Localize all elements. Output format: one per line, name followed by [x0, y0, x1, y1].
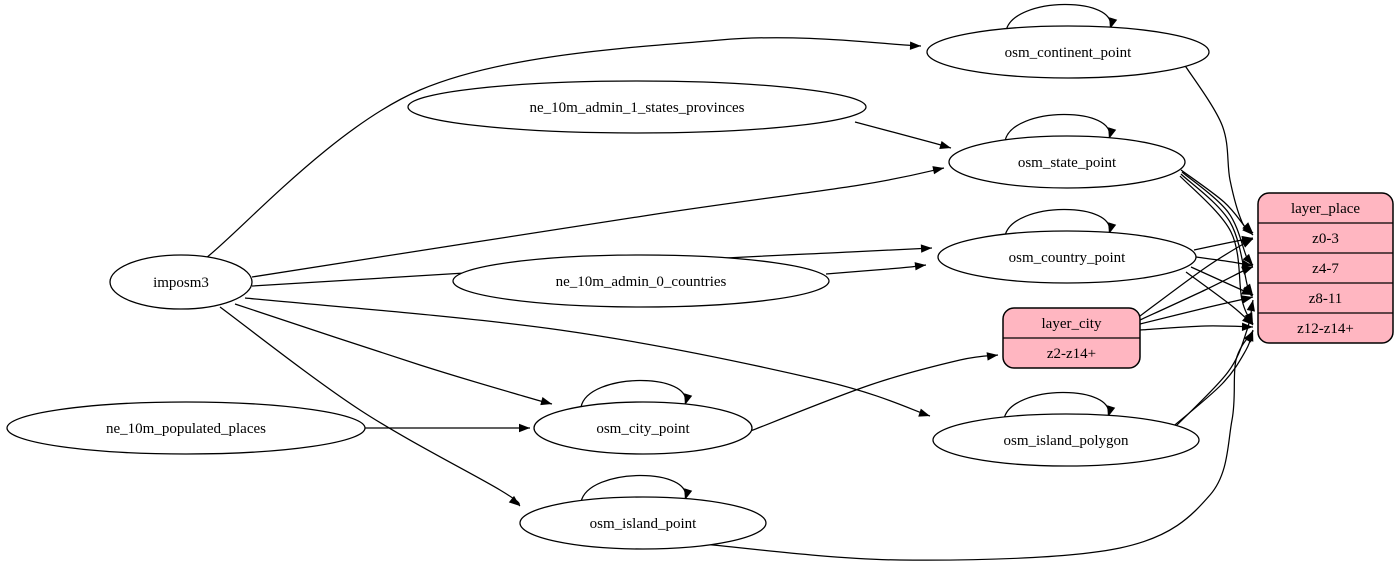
- record-title: layer_place: [1291, 201, 1360, 217]
- node-layer-city: layer_city z2-z14+: [1002, 307, 1141, 369]
- node-label: ne_10m_admin_0_countries: [556, 274, 727, 290]
- arrowhead-icon: [519, 423, 530, 433]
- arrowhead-icon: [920, 244, 932, 253]
- arrowhead-icon: [684, 393, 693, 405]
- edge-imposm3-to-osm-island-polygon: [244, 297, 931, 417]
- edge-imposm3-to-osm-island-point: [219, 306, 521, 507]
- node-ne-10m-admin-0-countries: ne_10m_admin_0_countries: [452, 254, 830, 308]
- arrowhead-icon: [986, 352, 998, 361]
- node-label: osm_state_point: [1018, 155, 1117, 171]
- arrowhead-icon: [932, 166, 944, 175]
- node-label: imposm3: [153, 275, 209, 291]
- node-label: osm_city_point: [596, 421, 690, 437]
- arrowhead-icon: [1241, 286, 1253, 295]
- arrowhead-icon: [939, 140, 951, 150]
- self-loop-osm-country-point: [1004, 208, 1117, 237]
- edge-imposm3-to-osm-state-point: [251, 166, 945, 278]
- arrowhead-icon: [540, 397, 552, 406]
- arrowhead-icon: [684, 488, 693, 500]
- arrowhead-icon: [1246, 300, 1255, 312]
- record-row-z4-7: z4-7: [1312, 261, 1339, 277]
- arrowhead-icon: [1243, 283, 1253, 295]
- edge-osm-country-point-to-layer-place-z4-7: [1195, 256, 1254, 269]
- node-osm-continent-point: osm_continent_point: [926, 25, 1210, 79]
- edge-layer-city-to-layer-place-z0-3: [1139, 238, 1254, 317]
- record-title: layer_city: [1042, 316, 1102, 332]
- arrowhead-icon: [1242, 253, 1253, 265]
- record-row-z2-z14-: z2-z14+: [1047, 346, 1096, 362]
- node-label: osm_island_point: [590, 516, 698, 532]
- arrowhead-icon: [1243, 331, 1253, 343]
- arrowhead-icon: [1107, 405, 1116, 417]
- self-loop-osm-city-point: [580, 379, 693, 408]
- node-osm-city-point: osm_city_point: [533, 401, 753, 455]
- record-row-z0-3: z0-3: [1312, 231, 1339, 247]
- arrowhead-icon: [1108, 127, 1117, 139]
- node-osm-island-point: osm_island_point: [519, 496, 767, 550]
- edge-osm-state-point-to-layer-place-z8-11: [1180, 173, 1254, 297]
- edge-osm-state-point-to-layer-place-z4-7: [1181, 171, 1254, 266]
- arrowhead-icon: [914, 262, 926, 271]
- arrowhead-icon: [1109, 17, 1118, 29]
- edge-layer-city-to-layer-place-z8-11: [1139, 295, 1254, 325]
- arrowhead-icon: [1108, 222, 1117, 234]
- self-loop-osm-island-point: [580, 474, 693, 503]
- node-label: ne_10m_populated_places: [106, 421, 266, 437]
- self-loop-osm-state-point: [1004, 113, 1117, 142]
- node-ne-10m-populated-places: ne_10m_populated_places: [6, 401, 366, 455]
- arrowhead-icon: [508, 495, 520, 506]
- arrowhead-icon: [909, 41, 921, 50]
- edge-ne-10m-populated-places-to-osm-city-point: [365, 423, 530, 433]
- node-label: osm_continent_point: [1005, 45, 1132, 61]
- node-label: ne_10m_admin_1_states_provinces: [530, 100, 745, 116]
- edge-imposm3-to-osm-city-point: [234, 303, 553, 406]
- self-loop-osm-island-polygon: [1003, 391, 1116, 420]
- arrowhead-icon: [1242, 224, 1253, 235]
- self-loop-osm-continent-point: [1005, 3, 1118, 32]
- node-osm-state-point: osm_state_point: [948, 135, 1186, 189]
- node-label: osm_country_point: [1009, 250, 1126, 266]
- edge-osm-island-point-to-layer-place-z12-z14-: [701, 330, 1254, 561]
- arrowhead-icon: [1241, 295, 1253, 304]
- node-label: osm_island_polygon: [1003, 433, 1129, 449]
- arrowhead-icon: [1241, 259, 1253, 269]
- record-row-z12-z14-: z12-z14+: [1297, 321, 1354, 337]
- arrowhead-icon: [1241, 266, 1253, 275]
- edge-ne-10m-admin-1-states-provinces-to-osm-state-point: [854, 121, 952, 150]
- node-layer-place: layer_place z0-3 z4-7 z8-11 z12-z14+: [1257, 192, 1394, 344]
- arrowhead-icon: [918, 408, 930, 417]
- node-ne-10m-admin-1-states-provinces: ne_10m_admin_1_states_provinces: [407, 80, 867, 134]
- node-imposm3: imposm3: [109, 254, 253, 310]
- node-osm-island-polygon: osm_island_polygon: [932, 413, 1200, 467]
- edge-osm-state-point-to-layer-place-z0-3: [1180, 169, 1254, 236]
- arrowhead-icon: [1241, 239, 1253, 248]
- arrowhead-icon: [1242, 314, 1253, 325]
- edge-imposm3-to-osm-continent-point: [205, 37, 922, 259]
- edge-osm-city-point-to-layer-city-z2-z14-: [747, 352, 999, 433]
- edge-layer-city-to-layer-place-z4-7: [1139, 266, 1254, 321]
- record-row-z8-11: z8-11: [1309, 291, 1343, 307]
- edge-ne-10m-admin-0-countries-to-osm-country-point: [825, 262, 927, 275]
- node-osm-country-point: osm_country_point: [937, 230, 1197, 284]
